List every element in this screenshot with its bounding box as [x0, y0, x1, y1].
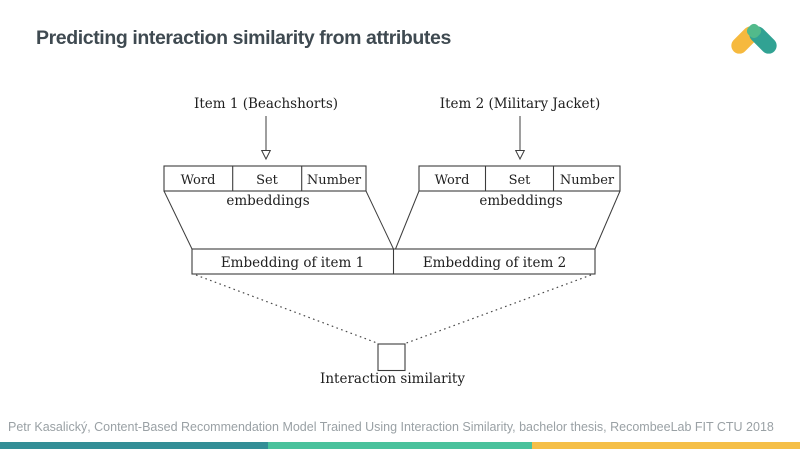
interaction-similarity-label: Interaction similarity	[320, 371, 465, 387]
item2-attribute-box	[418, 165, 621, 192]
item2-label: Item 2 (Military Jacket)	[440, 96, 601, 112]
item2-cell-set: Set	[509, 173, 532, 188]
footer-bar-yellow-segment	[532, 442, 800, 449]
item1-embeddings-label: embeddings	[226, 193, 309, 209]
item1-label: Item 1 (Beachshorts)	[194, 96, 338, 112]
footer-bar-green-segment	[268, 442, 532, 449]
footer-citation: Petr Kasalický, Content-Based Recommenda…	[8, 420, 774, 434]
footer-color-bar	[0, 442, 800, 449]
item1-arrow-icon	[260, 116, 272, 161]
item2-embedding-output-label: Embedding of item 2	[423, 255, 566, 271]
item1-cell-word: Word	[181, 173, 216, 188]
logo-overlap	[746, 23, 762, 39]
item2-cell-word: Word	[435, 173, 470, 188]
item1-attribute-box	[163, 165, 367, 192]
item1-embedding-output-label: Embedding of item 1	[221, 255, 364, 271]
item2-cell-number: Number	[560, 173, 615, 188]
similarity-node-box	[377, 343, 406, 372]
footer-bar-teal-segment	[0, 442, 268, 449]
similarity-dotted-lines	[195, 274, 592, 344]
item1-cell-number: Number	[307, 173, 362, 188]
item1-cell-set: Set	[256, 173, 279, 188]
slide-title: Predicting interaction similarity from a…	[36, 27, 451, 49]
embedding-output-boxes	[191, 248, 596, 275]
recombee-logo-icon	[731, 23, 777, 54]
item2-funnel	[395, 190, 621, 250]
item1-funnel	[163, 190, 394, 250]
item2-arrow-icon	[514, 116, 526, 161]
item2-embeddings-label: embeddings	[479, 193, 562, 209]
